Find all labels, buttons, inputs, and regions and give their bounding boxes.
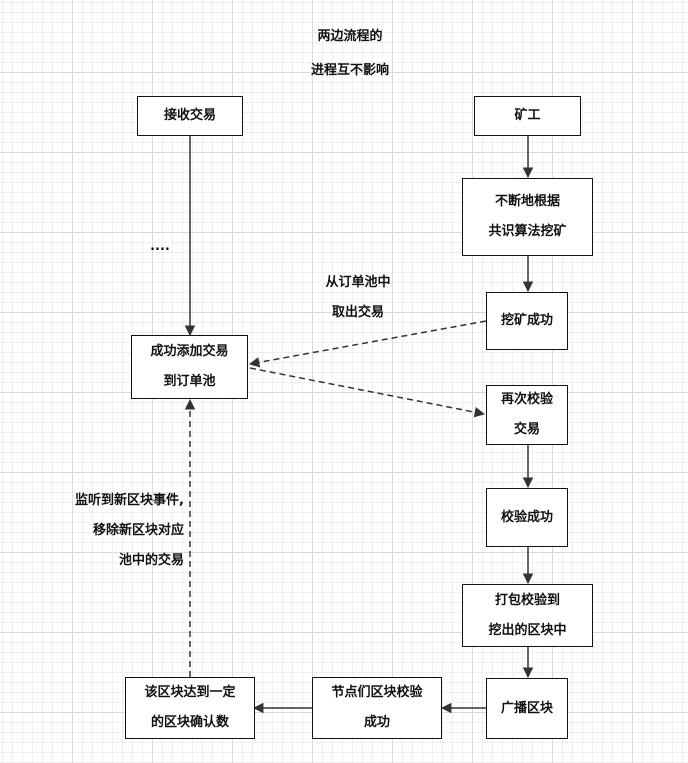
listen-event-label: 监听到新区块事件, 移除新区块对应 池中的交易: [20, 486, 184, 576]
node-nodes-verify-line1: 节点们区块校验: [331, 685, 423, 700]
node-mine-success[interactable]: 挖矿成功: [486, 292, 568, 350]
node-add-tx[interactable]: 成功添加交易 到订单池: [131, 335, 248, 399]
ellipsis-label: ....: [150, 239, 170, 254]
node-receive-tx[interactable]: 接收交易: [137, 96, 243, 136]
node-broadcast-label: 广播区块: [500, 700, 553, 716]
node-confirm-block-line2: 的区块确认数: [150, 715, 229, 730]
take-from-pool-line1: 从订单池中: [325, 275, 391, 290]
node-reverify-line2: 交易: [513, 422, 540, 437]
listen-event-line2: 移除新区块对应: [92, 523, 184, 538]
note-line1: 两边流程的: [317, 29, 383, 44]
node-confirm-block-line1: 该区块达到一定: [144, 685, 236, 700]
node-nodes-verify-line2: 成功: [363, 715, 390, 730]
node-verify-success-label: 校验成功: [500, 509, 553, 525]
listen-event-line3: 池中的交易: [118, 553, 184, 568]
take-from-pool-label: 从订单池中 取出交易: [298, 268, 418, 328]
node-broadcast[interactable]: 广播区块: [486, 678, 568, 739]
node-miner[interactable]: 矿工: [474, 96, 581, 136]
node-mining-line1: 不断地根据: [494, 194, 560, 209]
listen-event-line1: 监听到新区块事件,: [75, 493, 184, 508]
node-reverify-line1: 再次校验: [500, 392, 553, 407]
edge-pool-to-reverify[interactable]: [249, 367, 486, 418]
node-nodes-verify[interactable]: 节点们区块校验 成功: [312, 677, 442, 739]
note-label: 两边流程的 进程互不影响: [280, 22, 420, 86]
node-mine-success-label: 挖矿成功: [500, 313, 553, 328]
node-mining[interactable]: 不断地根据 共识算法挖矿: [462, 178, 593, 256]
node-confirm-block[interactable]: 该区块达到一定 的区块确认数: [125, 677, 255, 739]
node-receive-tx-label: 接收交易: [163, 108, 216, 123]
node-verify-success[interactable]: 校验成功: [486, 488, 568, 547]
take-from-pool-line2: 取出交易: [331, 305, 384, 320]
note-line2: 进程互不影响: [310, 63, 389, 78]
node-add-tx-line2: 到订单池: [163, 374, 216, 389]
node-pack-line2: 挖出的区块中: [488, 622, 567, 638]
node-pack-line1: 打包校验到: [494, 592, 560, 608]
node-miner-label: 矿工: [514, 108, 541, 123]
node-reverify[interactable]: 再次校验 交易: [486, 385, 568, 445]
node-pack[interactable]: 打包校验到 挖出的区块中: [462, 584, 593, 647]
node-add-tx-line1: 成功添加交易: [150, 344, 229, 359]
node-mining-line2: 共识算法挖矿: [488, 224, 567, 239]
